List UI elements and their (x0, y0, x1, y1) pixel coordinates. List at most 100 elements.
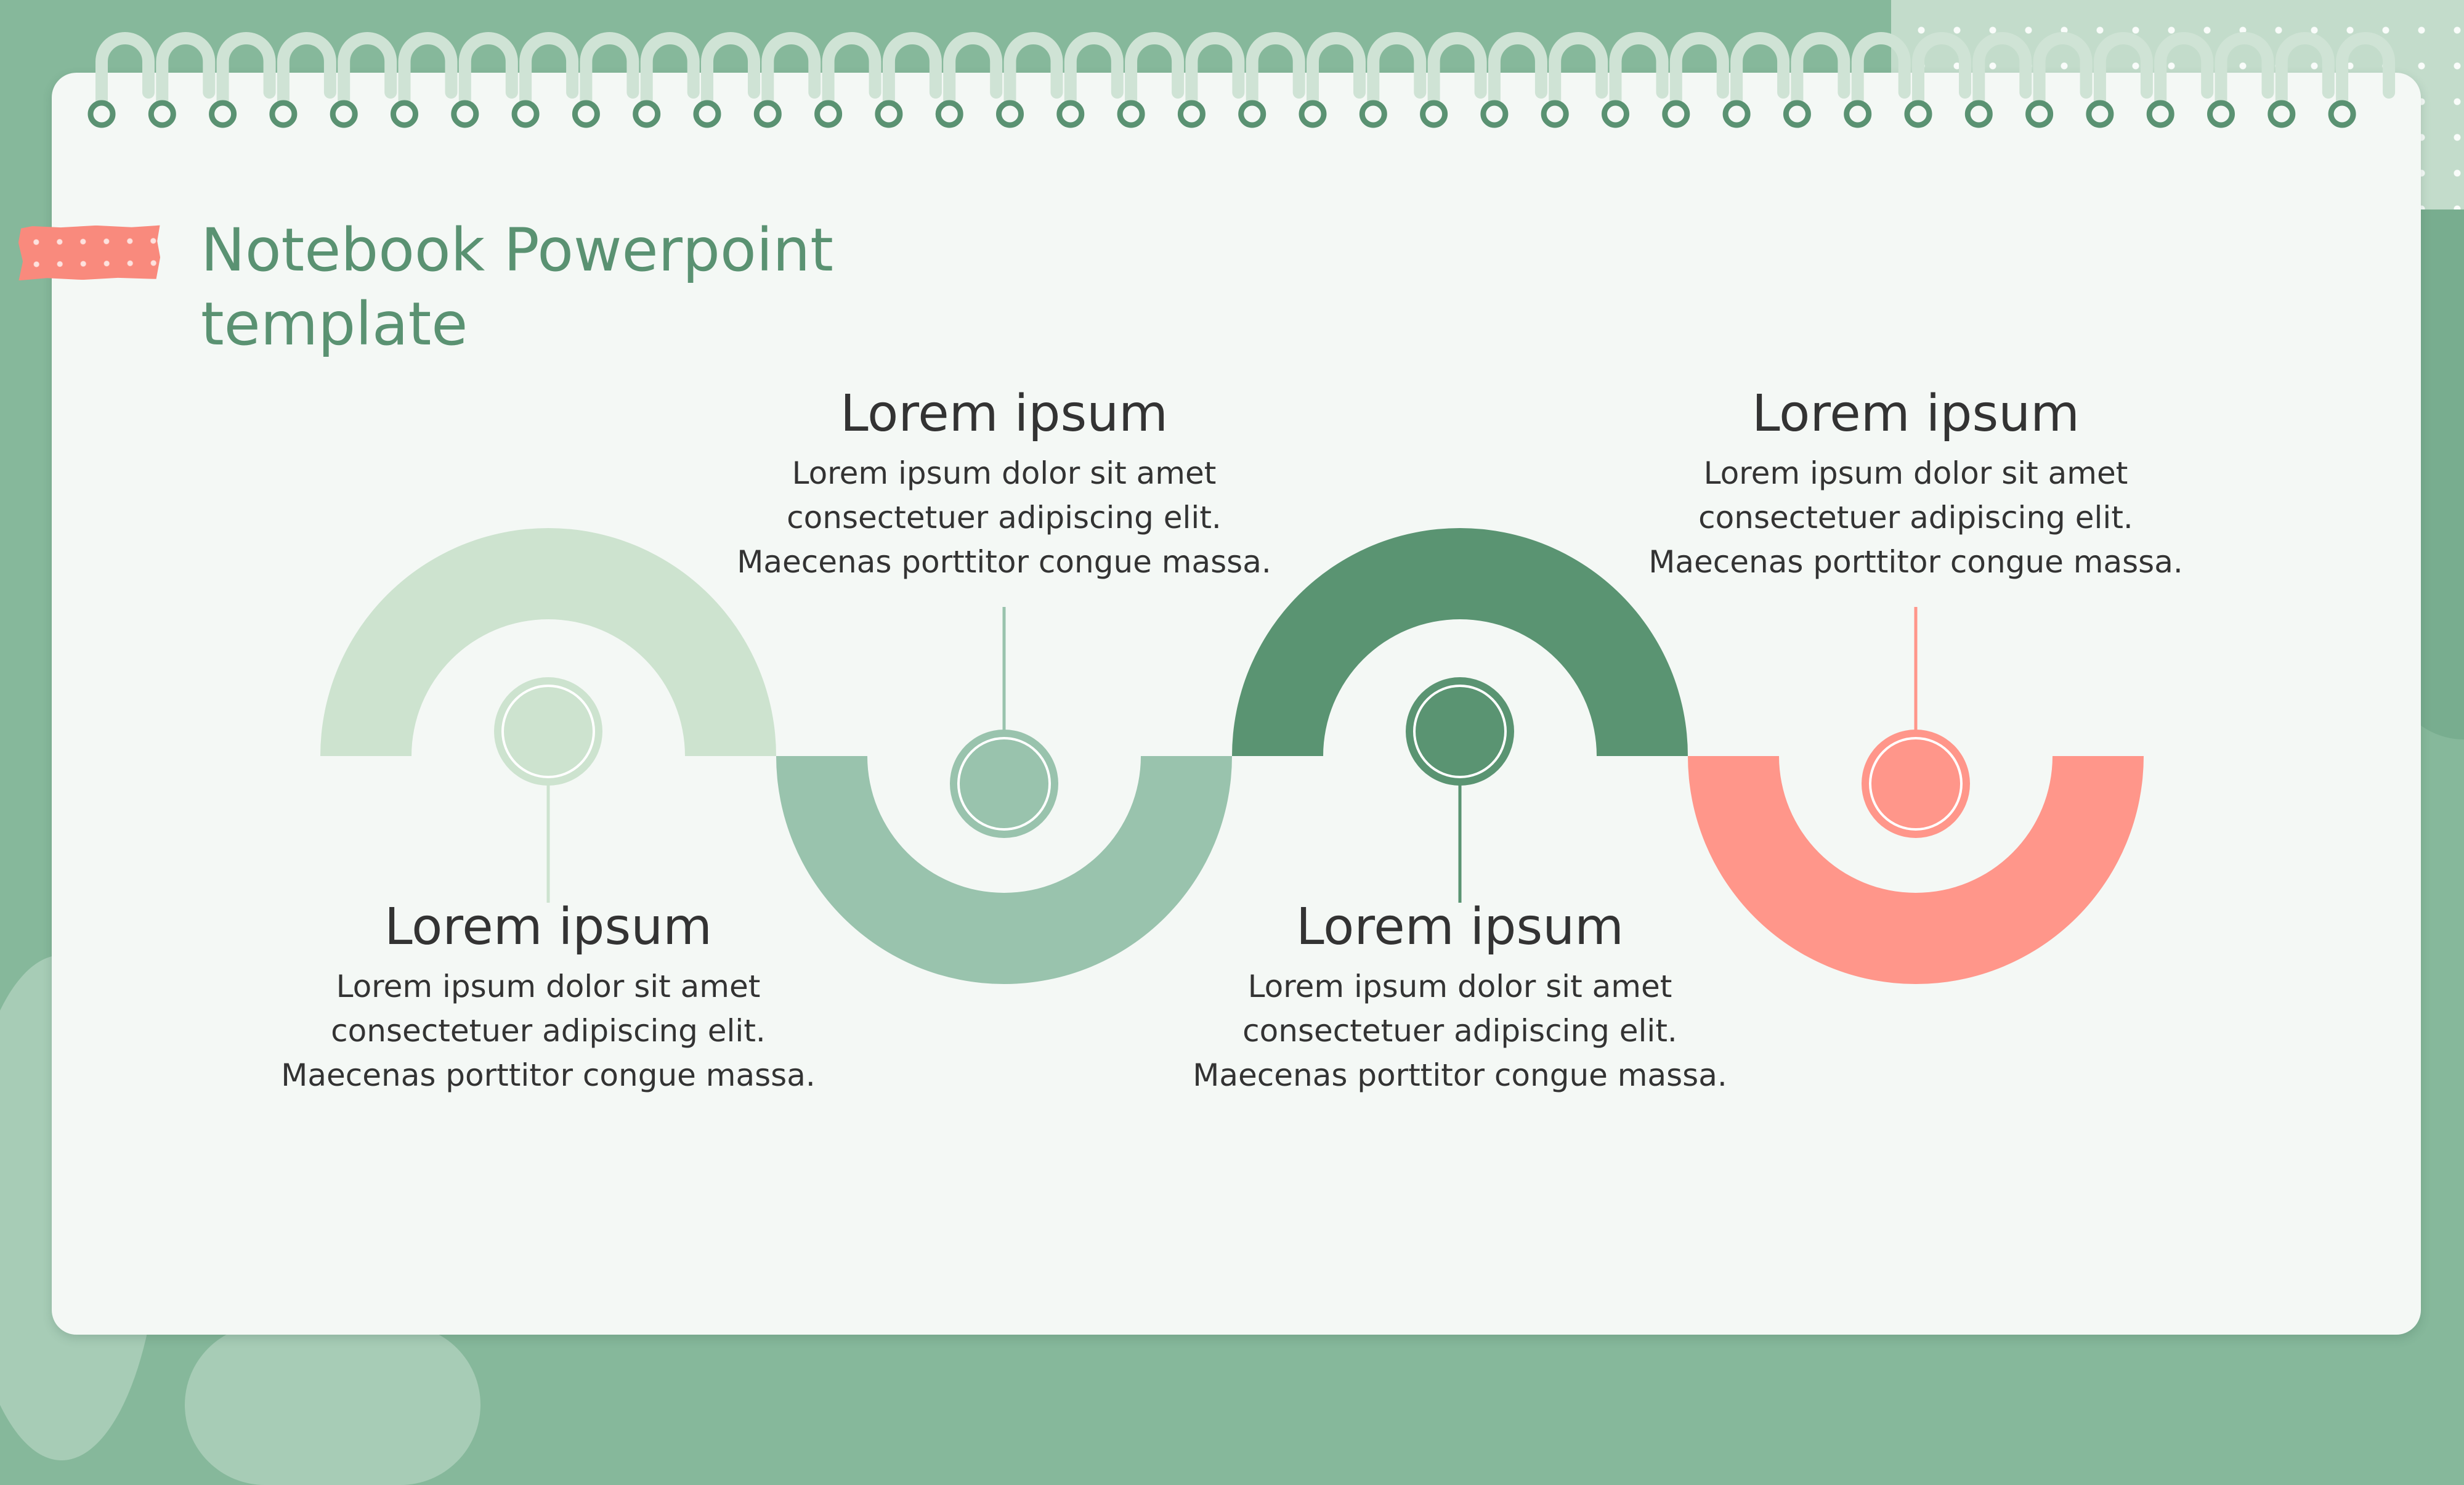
binding-hole (1177, 100, 1206, 128)
step-4-body-line: Lorem ipsum dolor sit amet (1703, 455, 2128, 491)
binding-hole (2267, 100, 2296, 128)
step-3-marker-ring (1413, 685, 1507, 778)
step-4-text-block: Lorem ipsum Lorem ipsum dolor sit amet c… (1608, 383, 2224, 584)
step-2-heading: Lorem ipsum (840, 384, 1169, 443)
binding-hole (1480, 100, 1509, 128)
binding-hole (1662, 100, 1690, 128)
step-4-marker-ring (1869, 737, 1963, 831)
binding-ring (1125, 32, 1185, 120)
binding-ring (338, 32, 397, 120)
step-1-body-line: Lorem ipsum dolor sit amet (336, 969, 761, 1004)
step-3-body: Lorem ipsum dolor sit amet consectetuer … (1152, 964, 1768, 1097)
binding-hole (1904, 100, 1932, 128)
binding-hole (391, 100, 418, 128)
binding-ring (1427, 32, 1487, 120)
step-1-arc (320, 528, 776, 756)
binding-ring (2275, 32, 2335, 120)
notebook-page (52, 73, 2421, 1335)
binding-hole (269, 100, 298, 128)
binding-ring (1064, 32, 1124, 120)
step-4-body-line: Maecenas porttitor congue massa. (1648, 544, 2183, 580)
binding-hole (1299, 100, 1327, 128)
step-3-body-line: Maecenas porttitor congue massa. (1193, 1057, 1727, 1093)
binding-hole (1359, 100, 1387, 128)
binding-hole (633, 100, 661, 128)
binding-ring (640, 32, 700, 120)
binding-ring (95, 32, 155, 120)
binding-hole (148, 100, 176, 128)
step-1-body-line: consectetuer adipiscing elit. (331, 1013, 766, 1049)
binding-hole (2146, 100, 2174, 128)
binding-hole (2207, 100, 2235, 128)
step-2-arc (776, 756, 1232, 984)
binding-hole (2025, 100, 2054, 128)
binding-hole (572, 100, 600, 128)
step-3-text-block: Lorem ipsum Lorem ipsum dolor sit amet c… (1152, 897, 1768, 1097)
binding-hole (451, 100, 479, 128)
binding-hole (1964, 100, 1993, 128)
step-4-body: Lorem ipsum dolor sit amet consectetuer … (1608, 451, 2224, 584)
step-1-marker-ring (501, 685, 595, 778)
step-1-heading: Lorem ipsum (384, 898, 713, 956)
spiral-binding (87, 32, 2396, 128)
binding-ring (519, 32, 579, 120)
binding-hole (1238, 100, 1266, 128)
binding-hole (693, 100, 721, 128)
binding-ring (277, 32, 336, 120)
binding-ring (1307, 32, 1366, 120)
binding-ring (701, 32, 760, 120)
binding-hole (2086, 100, 2114, 128)
binding-ring (2093, 32, 2153, 120)
binding-ring (822, 32, 881, 120)
binding-ring (1003, 32, 1063, 120)
step-4-heading: Lorem ipsum (1751, 384, 2080, 443)
step-2-body-line: Lorem ipsum dolor sit amet (792, 455, 1217, 491)
binding-ring (1367, 32, 1427, 120)
step-2-body-line: consectetuer adipiscing elit. (787, 500, 1222, 535)
binding-hole (935, 100, 963, 128)
step-3-body-line: consectetuer adipiscing elit. (1242, 1013, 1677, 1049)
binding-ring (398, 32, 458, 120)
binding-hole (1541, 100, 1569, 128)
step-1-marker (494, 677, 602, 786)
binding-hole (1844, 100, 1872, 128)
binding-hole (753, 100, 782, 128)
binding-hole (1420, 100, 1448, 128)
binding-ring (216, 32, 276, 120)
step-2-marker (950, 730, 1058, 838)
binding-ring (1851, 32, 1911, 120)
binding-ring (761, 32, 821, 120)
step-3-arc (1232, 528, 1688, 756)
binding-ring (1609, 32, 1669, 120)
step-3-marker (1406, 677, 1514, 786)
binding-hole (87, 100, 116, 128)
binding-ring (2154, 32, 2214, 120)
binding-ring (943, 32, 1003, 120)
binding-hole (814, 100, 843, 128)
binding-hole (330, 100, 358, 128)
slide-title: Notebook Powerpoint template (201, 213, 1125, 361)
binding-ring (2033, 32, 2093, 120)
step-4-marker (1862, 730, 1970, 838)
binding-ring (1972, 32, 2032, 120)
step-2-body-line: Maecenas porttitor congue massa. (737, 544, 1271, 580)
step-3-heading: Lorem ipsum (1295, 898, 1624, 956)
slide-title-line-1: Notebook Powerpoint (201, 216, 833, 285)
binding-ring (1669, 32, 1729, 120)
step-4-arc (1688, 756, 2144, 984)
binding-ring (458, 32, 518, 120)
binding-ring (1488, 32, 1547, 120)
binding-hole (2328, 100, 2356, 128)
binding-hole (875, 100, 903, 128)
binding-ring (2336, 32, 2396, 120)
step-1-text-block: Lorem ipsum Lorem ipsum dolor sit amet c… (240, 897, 856, 1097)
binding-ring (580, 32, 639, 120)
binding-ring (882, 32, 942, 120)
binding-ring (1185, 32, 1245, 120)
binding-ring (2215, 32, 2274, 120)
step-3-body-line: Lorem ipsum dolor sit amet (1247, 969, 1672, 1004)
binding-ring (1791, 32, 1850, 120)
binding-hole (996, 100, 1024, 128)
binding-hole (511, 100, 540, 128)
step-1-body-line: Maecenas porttitor congue massa. (281, 1057, 816, 1093)
